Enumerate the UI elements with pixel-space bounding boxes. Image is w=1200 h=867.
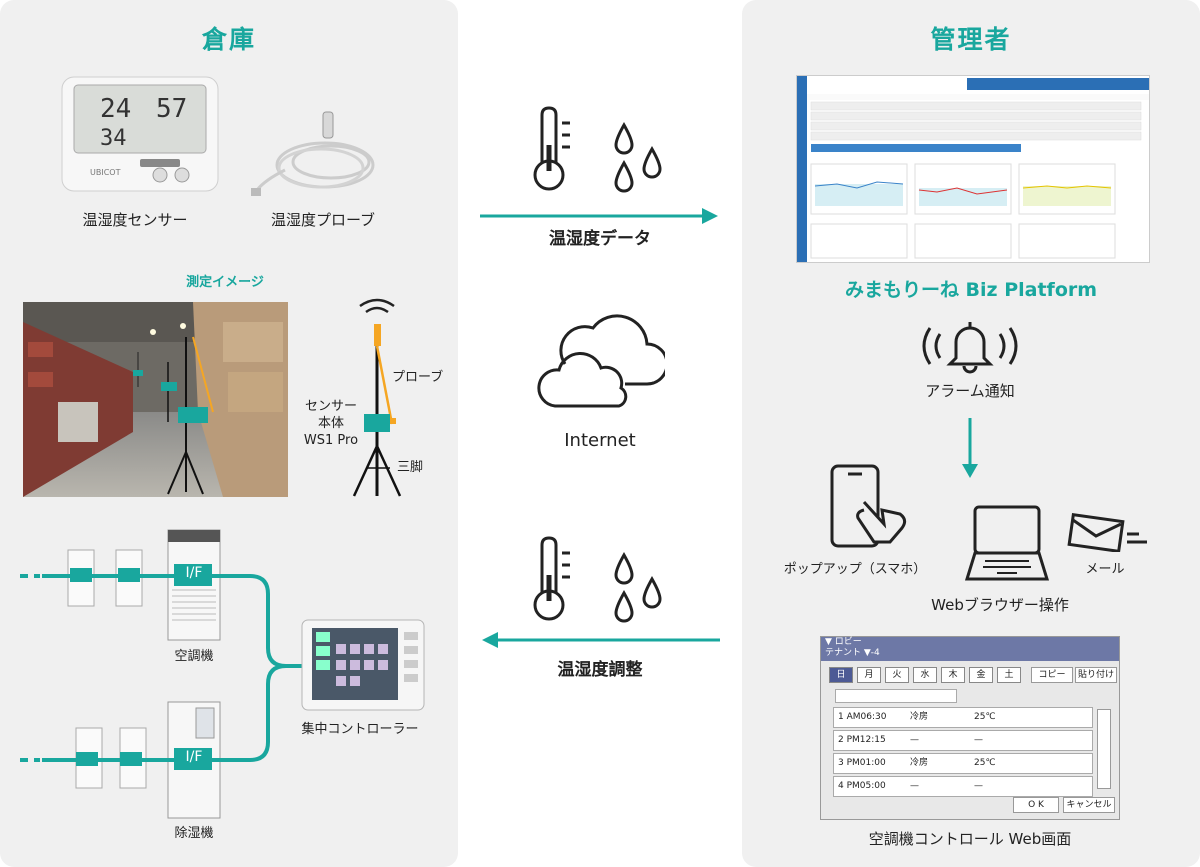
schedule-time: 3 PM01:00 xyxy=(838,758,886,768)
schedule-rows: 1 AM06:30 冷房 25℃ 2 PM12:15 — — 3 PM01:00 冷房 25℃ 4… xyxy=(833,707,1093,799)
schedule-row[interactable]: 3 PM01:00 冷房 25℃ xyxy=(833,753,1093,774)
browser-label: Webブラウザー操作 xyxy=(931,596,1069,614)
sensor-body-callout: センサー 本体 WS1 Pro xyxy=(303,399,359,448)
mail-label: メール xyxy=(1085,562,1125,577)
temp-humidity-sensor-image: 24 57 34 UBICOT xyxy=(60,75,222,195)
day-tab[interactable]: 月 xyxy=(857,667,881,683)
control-arrow-label: 温湿度調整 xyxy=(557,660,643,680)
web-ui-caption: 空調機コントロール Web画面 xyxy=(868,830,1072,848)
water-drops-icon xyxy=(614,121,662,193)
mail-icon xyxy=(1065,512,1155,552)
paste-button[interactable]: 貼り付け xyxy=(1075,667,1117,683)
tripod-diagram xyxy=(340,296,410,501)
schedule-row[interactable]: 2 PM12:15 — — xyxy=(833,730,1093,751)
schedule-temp: — xyxy=(974,781,983,791)
if-label-dehumid: I/F xyxy=(185,749,203,765)
day-tabs: 日月火水木金土 xyxy=(829,667,1021,683)
schedule-temp: 25℃ xyxy=(974,758,996,768)
svg-text:34: 34 xyxy=(100,126,127,151)
svg-text:57: 57 xyxy=(156,94,187,124)
schedule-time: 4 PM05:00 xyxy=(838,781,886,791)
warehouse-photo xyxy=(23,302,288,497)
day-tab[interactable]: 土 xyxy=(997,667,1021,683)
schedule-mode: — xyxy=(910,735,919,745)
if-label-aircon: I/F xyxy=(185,565,203,581)
alarm-label: アラーム通知 xyxy=(925,382,1015,400)
schedule-row[interactable]: 1 AM06:30 冷房 25℃ xyxy=(833,707,1093,728)
day-tab[interactable]: 火 xyxy=(885,667,909,683)
dehumid-label: 除湿機 xyxy=(174,826,214,841)
data-arrow-label: 温湿度データ xyxy=(549,229,651,249)
smartphone-tap-icon xyxy=(828,462,912,552)
admin-title: 管理者 xyxy=(930,25,1012,54)
schedule-time: 1 AM06:30 xyxy=(838,712,887,722)
thermometer-icon xyxy=(533,106,570,191)
temp-humidity-icons-top xyxy=(530,105,670,195)
hvac-network-diagram xyxy=(20,520,440,850)
ok-button[interactable]: O K xyxy=(1013,797,1059,813)
platform-dashboard-screenshot xyxy=(796,75,1150,263)
temp-humidity-icons-bottom xyxy=(530,535,670,625)
probe-label: 温湿度プローブ xyxy=(270,211,376,229)
aircon-label: 空調機 xyxy=(174,649,214,664)
schedule-mode: 冷房 xyxy=(910,758,929,768)
platform-label: みまもりーね Biz Platform xyxy=(844,279,1098,301)
tripod-callout: 三脚 xyxy=(397,460,424,475)
popup-label: ポップアップ（スマホ） xyxy=(783,562,927,577)
internet-label: Internet xyxy=(564,430,636,451)
measure-title: 測定イメージ xyxy=(186,275,264,290)
scrollbar[interactable] xyxy=(1097,709,1111,789)
alarm-bell-icon xyxy=(918,314,1022,374)
alarm-arrow-down xyxy=(962,418,978,480)
aircon-web-ui: ▼ ロビー テナント ▼-4 日月火水木金土 コピー 貼り付け 1 AM06:3… xyxy=(820,636,1120,820)
temp-humidity-probe-image xyxy=(245,110,385,200)
schedule-mode: — xyxy=(910,781,919,791)
time-slider[interactable] xyxy=(835,689,957,703)
web-ui-header: ▼ ロビー テナント ▼-4 xyxy=(821,637,1119,661)
day-tab[interactable]: 日 xyxy=(829,667,853,683)
copy-button[interactable]: コピー xyxy=(1031,667,1073,683)
sensor-label: 温湿度センサー xyxy=(82,211,188,229)
schedule-row[interactable]: 4 PM05:00 — — xyxy=(833,776,1093,797)
control-arrow-left xyxy=(480,632,720,648)
day-tab[interactable]: 金 xyxy=(969,667,993,683)
probe-callout: プローブ xyxy=(392,370,444,385)
schedule-temp: — xyxy=(974,735,983,745)
schedule-mode: 冷房 xyxy=(910,712,929,722)
lcd-row1-left: 24 xyxy=(100,94,131,124)
cloud-icon xyxy=(535,308,665,418)
day-tab[interactable]: 木 xyxy=(941,667,965,683)
svg-text:UBICOT: UBICOT xyxy=(90,168,121,177)
controller-label: 集中コントローラー xyxy=(301,722,419,737)
data-arrow-right xyxy=(480,208,720,224)
laptop-icon xyxy=(963,503,1051,583)
cancel-button[interactable]: キャンセル xyxy=(1063,797,1115,813)
schedule-temp: 25℃ xyxy=(974,712,996,722)
day-tab[interactable]: 水 xyxy=(913,667,937,683)
warehouse-title: 倉庫 xyxy=(201,25,256,54)
schedule-time: 2 PM12:15 xyxy=(838,735,886,745)
